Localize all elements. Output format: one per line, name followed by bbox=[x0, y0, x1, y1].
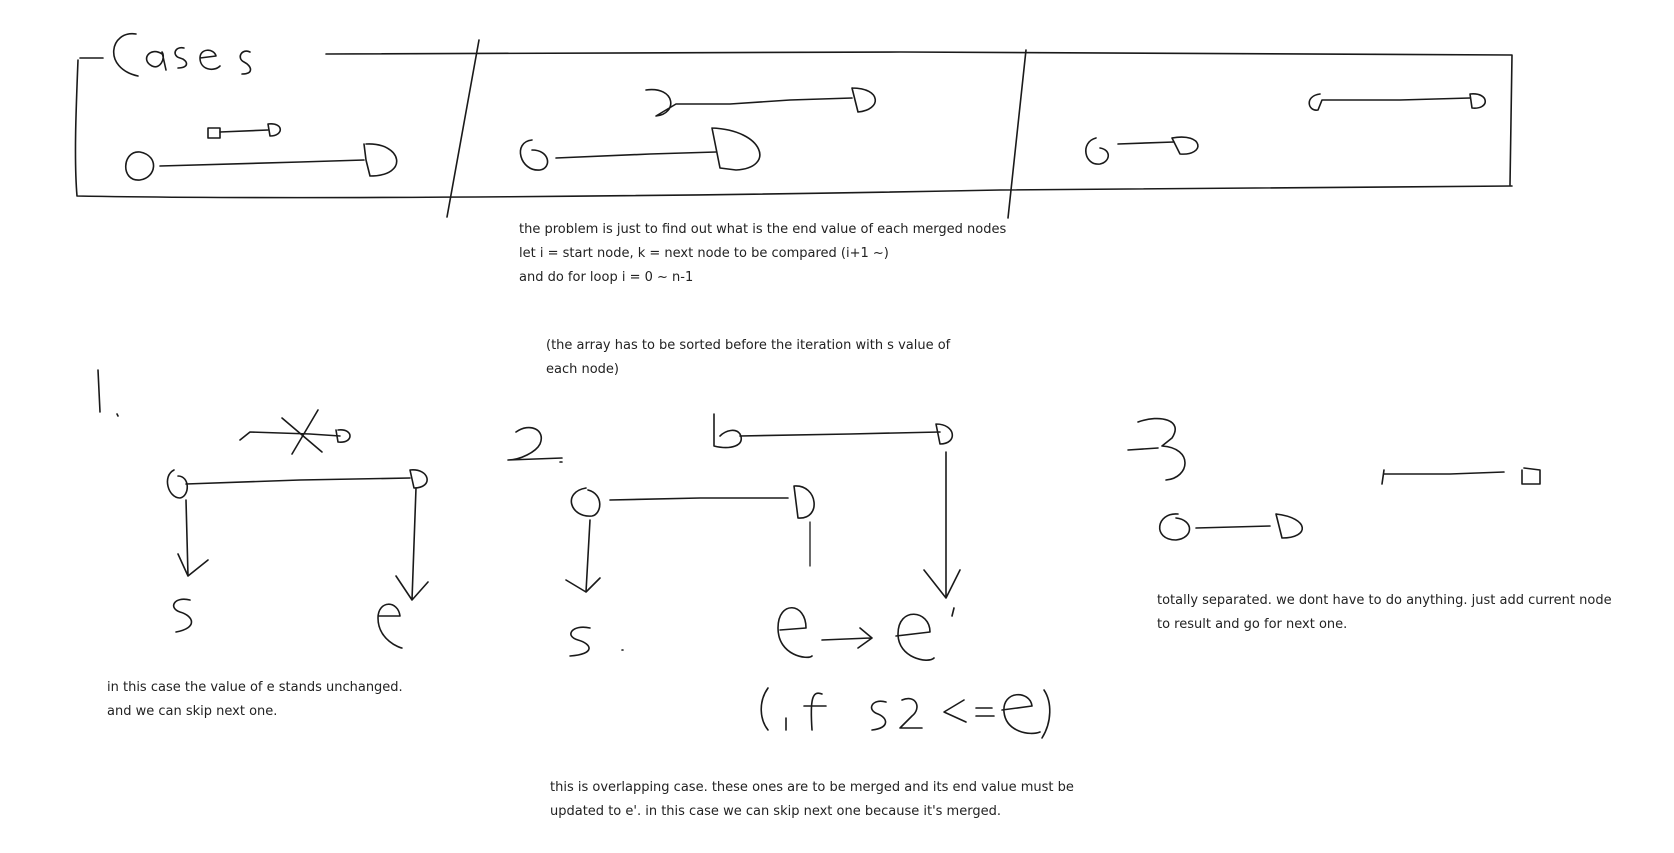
case2-label-s-handwriting bbox=[569, 626, 624, 657]
case1-note-line-1: in this case the value of e stands uncha… bbox=[107, 680, 403, 695]
case2-condition-handwriting bbox=[760, 687, 1051, 739]
case2-note-line-2: updated to e'. in this case we can skip … bbox=[550, 804, 1001, 819]
case3-note: totally separated. we dont have to do an… bbox=[1157, 589, 1612, 637]
case1-label-e-handwriting bbox=[377, 603, 403, 649]
case3-note-line-2: to result and go for next one. bbox=[1157, 617, 1348, 632]
frame-case3-intervals bbox=[1085, 93, 1487, 165]
case1-note-line-2: and we can skip next one. bbox=[107, 704, 278, 719]
case3-number-handwriting bbox=[1127, 417, 1186, 481]
case1-number-handwriting bbox=[97, 369, 119, 417]
case2-label-e-transform-handwriting bbox=[777, 606, 955, 661]
cases-frame bbox=[74, 33, 1513, 219]
case3-diagram bbox=[1127, 417, 1541, 541]
case2-diagram bbox=[507, 413, 1051, 739]
intro-line-1: the problem is just to find out what is … bbox=[519, 222, 1007, 237]
frame-case2-intervals bbox=[519, 87, 877, 171]
intro-line-2: let i = start node, k = next node to be … bbox=[519, 246, 889, 261]
case2-note-line-1: this is overlapping case. these ones are… bbox=[550, 780, 1074, 795]
case2-note: this is overlapping case. these ones are… bbox=[550, 776, 1074, 824]
sort-note-line-2: each node) bbox=[546, 362, 619, 377]
intro-note: the problem is just to find out what is … bbox=[519, 218, 1006, 290]
case3-note-line-1: totally separated. we dont have to do an… bbox=[1157, 593, 1612, 608]
case2-number-handwriting bbox=[507, 426, 563, 463]
case1-note: in this case the value of e stands uncha… bbox=[107, 676, 403, 724]
case1-label-s-handwriting bbox=[172, 598, 193, 633]
cases-title-handwriting bbox=[79, 33, 252, 77]
case1-diagram bbox=[97, 369, 429, 649]
sort-note: (the array has to be sorted before the i… bbox=[546, 334, 950, 382]
frame-case1-intervals bbox=[125, 123, 398, 181]
sort-note-line-1: (the array has to be sorted before the i… bbox=[546, 338, 951, 353]
intro-line-3: and do for loop i = 0 ~ n-1 bbox=[519, 270, 694, 285]
